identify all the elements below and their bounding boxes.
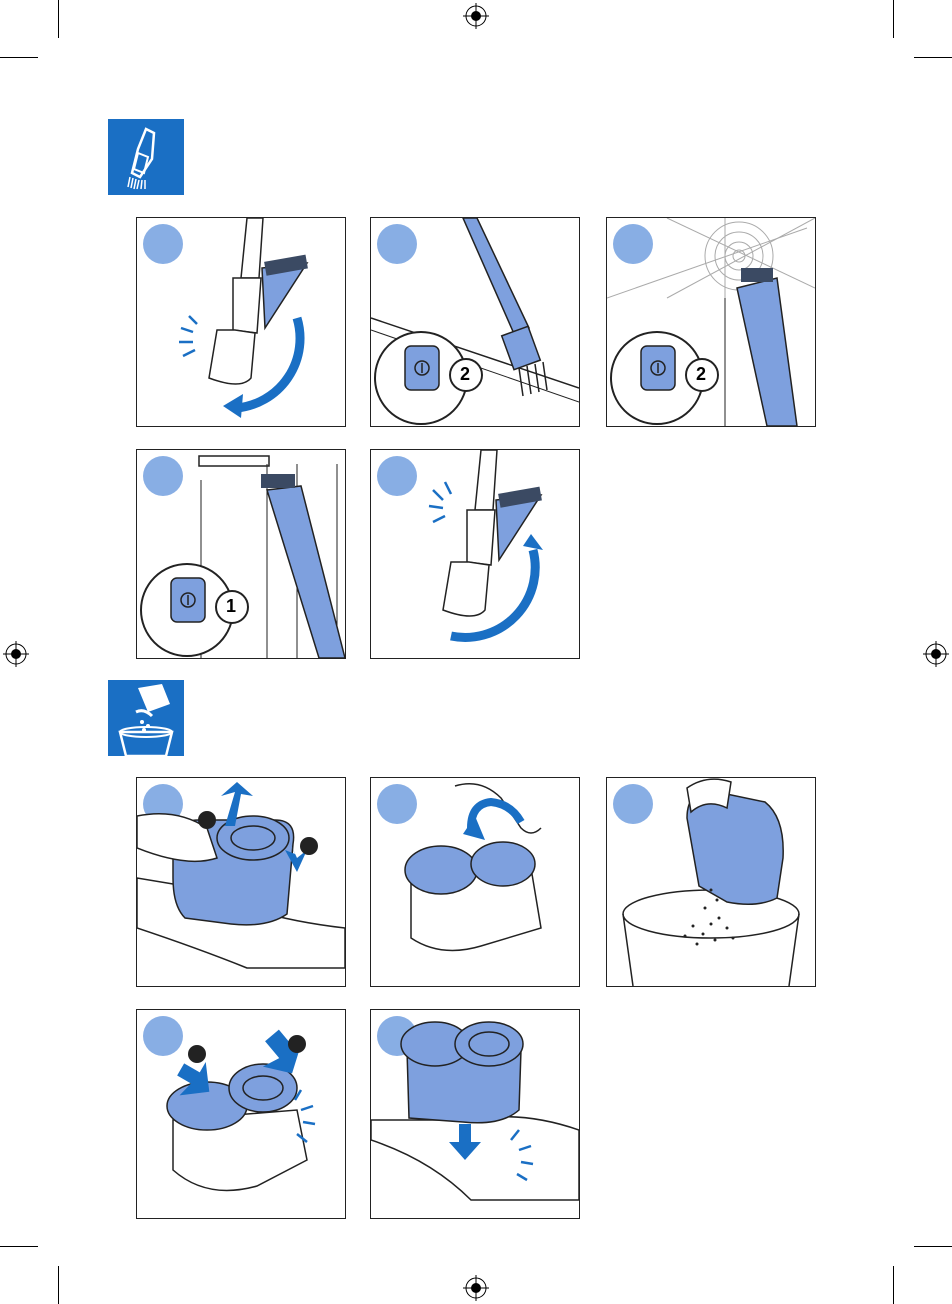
step-panel-1a <box>136 217 346 427</box>
step-panel-2a <box>136 777 346 987</box>
step-panel-2c <box>606 777 816 987</box>
insert-container-icon <box>371 1010 579 1218</box>
step-panel-2d <box>136 1009 346 1219</box>
brush-fold-out-icon <box>137 218 345 426</box>
registration-mark-icon <box>463 1275 489 1301</box>
crop-mark <box>893 1266 894 1304</box>
step-panel-1c: 2 <box>606 217 816 427</box>
registration-mark-icon <box>923 641 949 667</box>
crop-mark <box>58 1266 59 1304</box>
crop-mark <box>0 1246 38 1247</box>
empty-bin-icon <box>607 778 815 986</box>
crop-mark <box>914 57 952 58</box>
step-panel-1d: 1 <box>136 449 346 659</box>
step-panel-1e <box>370 449 580 659</box>
mode-badge: 1 <box>226 596 236 617</box>
power-button-icon <box>371 218 579 426</box>
remove-container-icon <box>137 778 345 986</box>
brush-attachment-icon <box>108 119 184 195</box>
step-panel-2e <box>370 1009 580 1219</box>
registration-mark-icon <box>463 3 489 29</box>
crop-mark <box>914 1246 952 1247</box>
power-button-icon <box>607 218 815 426</box>
crop-mark <box>58 0 59 38</box>
brush-fold-in-icon <box>371 450 579 658</box>
open-lid-icon <box>371 778 579 986</box>
close-lid-icon <box>137 1010 345 1218</box>
step-panel-2b <box>370 777 580 987</box>
crop-mark <box>0 57 38 58</box>
mode-badge: 2 <box>460 364 470 385</box>
power-button-icon <box>137 450 345 658</box>
mode-badge: 2 <box>696 364 706 385</box>
registration-mark-icon <box>3 641 29 667</box>
empty-dust-container-icon <box>108 680 184 756</box>
step-panel-1b: 2 <box>370 217 580 427</box>
crop-mark <box>893 0 894 38</box>
